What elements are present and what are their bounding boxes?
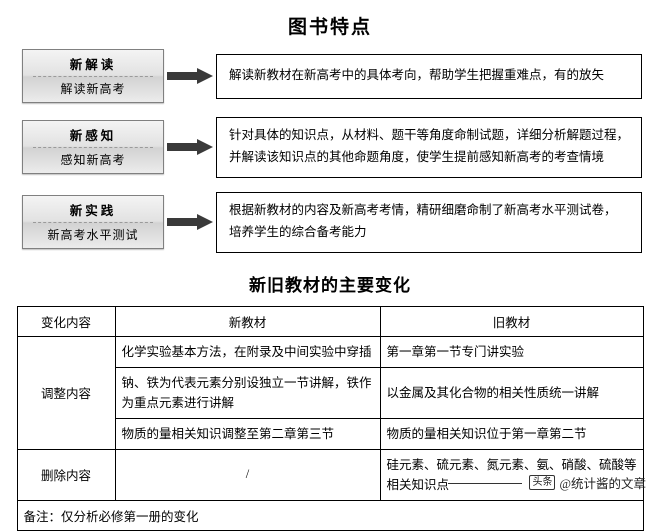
watermark-rule xyxy=(448,483,523,484)
feature-badge: 新感知 感知新高考 xyxy=(22,120,164,175)
features-section: 新解读 解读新高考 解读新教材在新高考中的具体考向，帮助学生把握重难点，有的放矢… xyxy=(22,49,642,253)
table-cell-new: 物质的量相关知识调整至第二章第三节 xyxy=(114,417,381,450)
feature-description-line: 并解读该知识点的其他命题角度，使学生提前感知新高考的考查情境 xyxy=(229,149,605,164)
table-cell-old: 以金属及其化合物的相关性质统一讲解 xyxy=(379,366,644,419)
table-header-cell: 变化内容 xyxy=(16,305,116,337)
table-row-label: 调整内容 xyxy=(16,335,116,450)
changes-table: 变化内容 新教材 旧教材 调整内容 化学实验基本方法，在附录及中间实验中穿插 第… xyxy=(16,305,644,531)
right-arrow-icon xyxy=(164,68,216,84)
table-cell-new: 钠、铁为代表元素分别设独立一节讲解，铁作为重点元素进行讲解 xyxy=(114,366,381,419)
feature-badge-title: 新实践 xyxy=(33,200,153,224)
feature-badge: 新实践 新高考水平测试 xyxy=(22,195,164,250)
table-row: 物质的量相关知识调整至第二章第三节 物质的量相关知识位于第一章第二节 xyxy=(17,417,644,450)
feature-badge-subtitle: 解读新高考 xyxy=(60,82,126,96)
feature-badge-subtitle: 新高考水平测试 xyxy=(47,228,139,243)
table-header-row: 变化内容 新教材 旧教材 xyxy=(16,305,644,337)
feature-row: 新感知 感知新高考 针对具体的知识点，从材料、题干等角度命制试题，详细分析解题过… xyxy=(22,117,642,178)
feature-row: 新实践 新高考水平测试 根据新教材的内容及新高考考情，精研细磨命制了新高考水平测… xyxy=(22,191,642,253)
table-cell-new: 化学实验基本方法，在附录及中间实验中穿插 xyxy=(114,335,381,368)
feature-description-line: 针对具体的知识点，从材料、题干等角度命制试题，详细分析解题过程， xyxy=(229,128,630,142)
watermark: 头条 @统计酱的文章 xyxy=(448,473,646,492)
table-row-label: 删除内容 xyxy=(16,448,116,501)
right-arrow-icon xyxy=(164,214,216,231)
table-cell-new: / xyxy=(114,448,381,501)
feature-description-line: 培养学生的综合备考能力 xyxy=(229,224,367,239)
table-row: 调整内容 化学实验基本方法，在附录及中间实验中穿插 第一章第一节专门讲实验 xyxy=(16,335,644,450)
feature-description: 根据新教材的内容及新高考考情，精研细磨命制了新高考水平测试卷， 培养学生的综合备… xyxy=(216,191,642,253)
section-title: 新旧教材的主要变化 xyxy=(249,275,411,295)
table-note-row: 备注：仅分析必修第一册的变化 xyxy=(16,499,644,531)
feature-badge-title: 新解读 xyxy=(33,54,153,77)
feature-description: 解读新教材在新高考中的具体考向，帮助学生把握重难点，有的放矢 xyxy=(216,53,642,99)
watermark-text: @统计酱的文章 xyxy=(559,477,646,491)
table-row: 钠、铁为代表元素分别设独立一节讲解，铁作为重点元素进行讲解 以金属及其化合物的相… xyxy=(17,366,644,419)
document-page: 图书特点 新解读 解读新高考 解读新教材在新高考中的具体考向，帮助学生把握重难点… xyxy=(0,12,660,531)
table-header-cell: 新教材 xyxy=(114,305,381,337)
table-header-cell: 旧教材 xyxy=(379,305,644,337)
table-cell-old: 第一章第一节专门讲实验 xyxy=(379,335,644,368)
feature-description-text: 解读新教材在新高考中的具体考向，帮助学生把握重难点，有的放矢 xyxy=(229,67,605,82)
feature-badge-subtitle: 感知新高考 xyxy=(60,153,126,168)
page-title: 图书特点 xyxy=(287,17,372,38)
feature-description-line: 根据新教材的内容及新高考考情，精研细磨命制了新高考水平测试卷， xyxy=(229,202,617,217)
table-note: 备注：仅分析必修第一册的变化 xyxy=(16,499,644,531)
feature-badge-title: 新感知 xyxy=(33,125,153,149)
right-arrow-icon xyxy=(164,139,216,156)
feature-badge: 新解读 解读新高考 xyxy=(22,49,164,103)
table-cell-old: 物质的量相关知识位于第一章第二节 xyxy=(379,417,644,450)
feature-description: 针对具体的知识点，从材料、题干等角度命制试题，详细分析解题过程， 并解读该知识点… xyxy=(216,117,642,178)
feature-row: 新解读 解读新高考 解读新教材在新高考中的具体考向，帮助学生把握重难点，有的放矢 xyxy=(22,49,642,103)
